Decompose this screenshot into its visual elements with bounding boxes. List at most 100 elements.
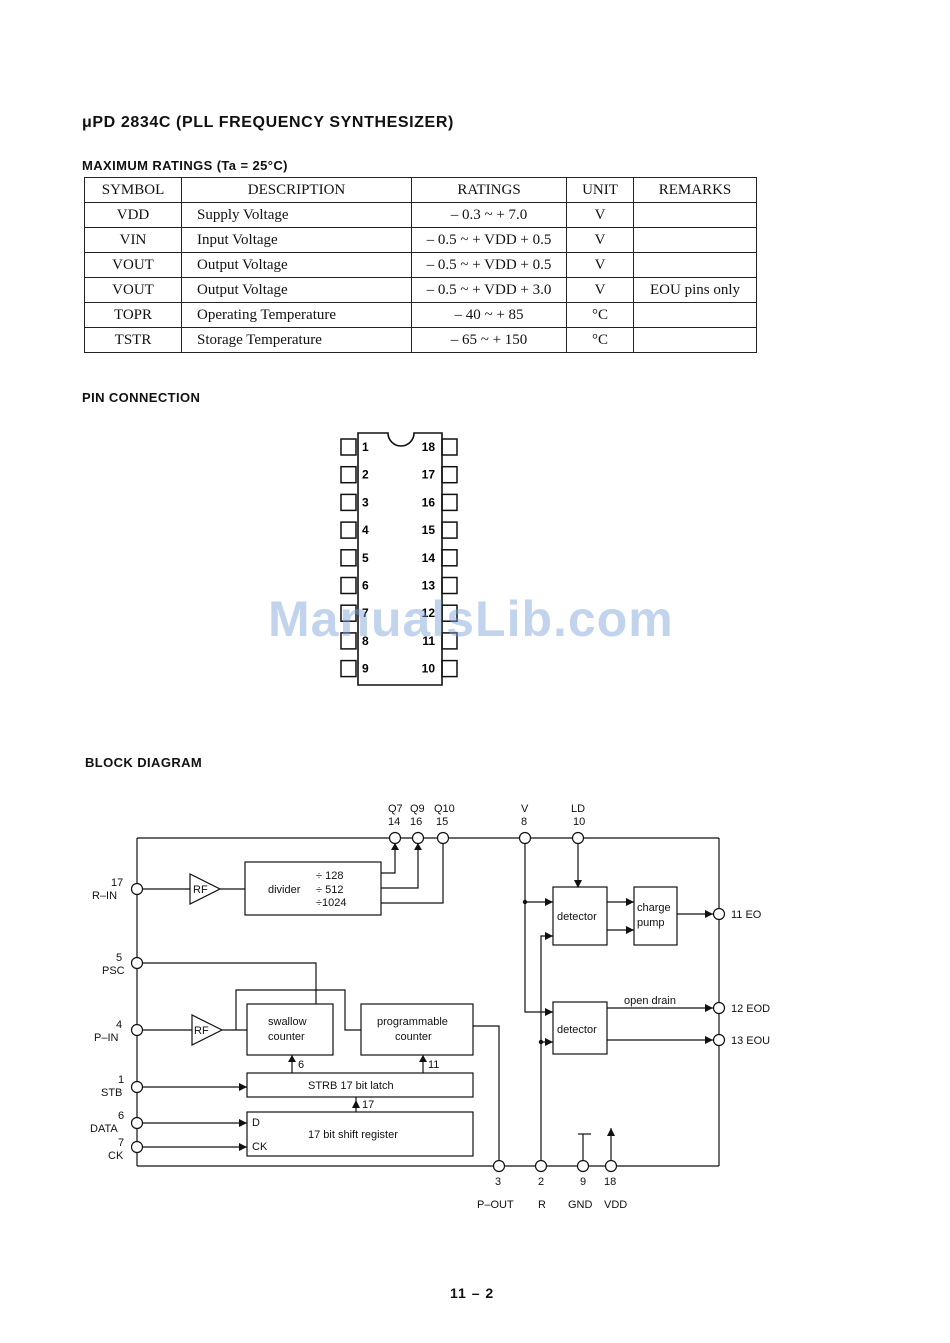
table-row: VOUT Output Voltage – 0.5 ~ + VDD + 3.0 … — [84, 277, 757, 303]
divider-512: ÷ 512 — [316, 884, 343, 896]
pin-17-lead — [441, 465, 458, 484]
description-cell: Supply Voltage — [181, 202, 412, 228]
unit-cell: V — [566, 277, 634, 303]
charge-label-1: charge — [637, 902, 671, 914]
detector-1-label: detector — [557, 911, 597, 923]
pin-5-number: 5 — [362, 551, 369, 565]
shift-d-label: D — [252, 1117, 260, 1129]
ratings-cell: – 0.5 ~ + VDD + 0.5 — [411, 227, 567, 253]
pin-13-number: 13 — [422, 579, 436, 593]
divider-128: ÷ 128 — [316, 870, 343, 882]
pin-11-lead — [441, 632, 458, 650]
q9-label: Q9 — [410, 803, 425, 815]
remarks-cell — [633, 302, 757, 328]
r-wire — [540, 935, 553, 1160]
pin-v — [518, 831, 532, 845]
remarks-cell — [633, 202, 757, 228]
block-diagram-heading: BLOCK DIAGRAM — [85, 755, 203, 770]
arrow-bus-6 — [288, 1055, 296, 1062]
pin-vdd-name: VDD — [604, 1199, 627, 1211]
pin-stb-num: 1 — [118, 1074, 124, 1086]
block-diagram: Q7 14 Q9 16 Q10 15 V 8 LD 10 17 R–IN 5 P… — [90, 803, 770, 1211]
ratings-cell: – 65 ~ + 150 — [411, 327, 567, 353]
pin-6-number: 6 — [362, 579, 369, 593]
pin-18-number: 18 — [422, 440, 436, 454]
unit-cell: V — [566, 227, 634, 253]
pin-eod-label: 12 EOD — [731, 1003, 770, 1015]
prog-label-1: programmable — [377, 1016, 448, 1028]
col-remarks: REMARKS — [633, 177, 757, 203]
pin-9-lead — [340, 659, 357, 678]
detector-1-block — [552, 886, 608, 946]
q7-label: Q7 — [388, 803, 403, 815]
swallow-to-prog-wire — [235, 989, 361, 1031]
bus-11-label: 11 — [428, 1059, 439, 1071]
pin-pin — [130, 1023, 144, 1037]
pin-5-lead — [340, 549, 357, 567]
pin-eou — [712, 1033, 726, 1047]
pin-gnd-num: 9 — [580, 1176, 586, 1188]
swallow-label-2: counter — [268, 1031, 305, 1043]
pin-10-number: 10 — [422, 662, 436, 676]
pin-3-lead — [340, 493, 357, 512]
col-symbol: SYMBOL — [84, 177, 182, 203]
pin-8-number: 8 — [362, 634, 369, 648]
div1024-wire — [381, 844, 444, 904]
pin-eou-label: 13 EOU — [731, 1035, 770, 1047]
strb-latch-block — [246, 1072, 474, 1098]
arrow-v-det2 — [545, 1008, 553, 1016]
pin-pin-num: 4 — [116, 1019, 122, 1031]
arrow-eou — [705, 1036, 713, 1044]
pin-2-lead — [340, 465, 357, 484]
pin-15-number: 15 — [422, 523, 436, 537]
pin-15-lead — [441, 521, 458, 539]
arrow-q7 — [391, 843, 399, 850]
pin-stb-name: STB — [101, 1087, 122, 1099]
rf-amp-2-label: RF — [194, 1025, 209, 1037]
max-ratings-heading: MAXIMUM RATINGS (Ta = 25°C) — [82, 158, 288, 173]
arrow-eo — [705, 910, 713, 918]
arrow-r-det1 — [545, 932, 553, 940]
pin-6-lead — [340, 576, 357, 595]
v-wire — [524, 844, 553, 1013]
arrow-q9 — [414, 843, 422, 850]
ratings-cell: – 0.5 ~ + VDD + 0.5 — [411, 252, 567, 278]
junction — [522, 899, 528, 905]
pin-11-number: 11 — [422, 634, 435, 648]
pin-7-lead — [340, 604, 357, 622]
pin-16-number: 16 — [422, 495, 436, 509]
q9-pin: 16 — [410, 816, 422, 828]
pin-vdd — [604, 1159, 618, 1173]
ratings-cell: – 0.5 ~ + VDD + 3.0 — [411, 277, 567, 303]
rf-amp-2 — [191, 1014, 224, 1046]
remarks-cell — [633, 227, 757, 253]
vdd-arrow — [607, 1128, 615, 1136]
bus-17-label: 17 — [362, 1099, 374, 1111]
watermark: ManualsLib.com — [268, 591, 674, 647]
description-cell: Input Voltage — [181, 227, 412, 253]
col-unit: UNIT — [566, 177, 634, 203]
pin-16-lead — [441, 493, 458, 512]
page-title: μPD 2834C (PLL FREQUENCY SYNTHESIZER) — [82, 114, 454, 131]
arrow-stb — [239, 1083, 247, 1091]
pin-psc-num: 5 — [116, 952, 122, 964]
pin-eo — [712, 907, 726, 921]
ld-label: LD — [571, 803, 585, 815]
pin-gnd-name: GND — [568, 1199, 593, 1211]
pin-ld — [571, 831, 585, 845]
pin-q9 — [411, 831, 425, 845]
pin-data-name: DATA — [90, 1123, 118, 1135]
pin-eo-label: 11 EO — [731, 909, 762, 921]
pin-psc-name: PSC — [102, 965, 125, 977]
pin-14-number: 14 — [422, 551, 436, 565]
symbol-cell: VOUT — [84, 252, 182, 278]
pin-r-name: R — [538, 1199, 546, 1211]
pin-eod — [712, 1001, 726, 1015]
remarks-cell: EOU pins only — [633, 277, 757, 303]
divider-1024: ÷1024 — [316, 897, 347, 909]
pin-17-number: 17 — [422, 468, 436, 482]
v-label: V — [521, 803, 529, 815]
charge-pump-block — [633, 886, 678, 946]
pin-rin — [130, 882, 144, 896]
pin-r — [534, 1159, 548, 1173]
